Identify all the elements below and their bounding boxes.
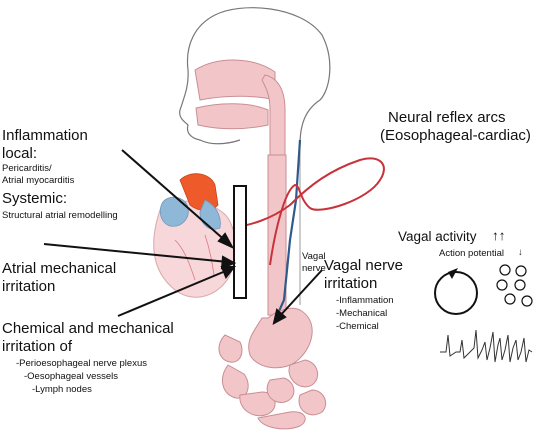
local-label: local: — [2, 145, 38, 162]
arrow-atrial — [43, 243, 229, 263]
local-item-1: Pericarditis/ — [2, 163, 52, 174]
atrial-title-line2: irritation — [2, 278, 56, 295]
small-cycles-icon — [496, 264, 533, 307]
action-potential-label: Action potential — [439, 248, 504, 259]
large-cycle-arrowhead — [448, 268, 458, 279]
arrow-vagal-irritation — [277, 269, 323, 319]
vagal-irritation-title-line2: irritation — [324, 275, 378, 292]
head-outline — [179, 7, 331, 146]
arrow-chemical — [117, 269, 229, 317]
neural-reflex-title-line1: Neural reflex arcs — [388, 109, 506, 126]
chemical-item-3: -Lymph nodes — [32, 384, 92, 395]
reflex-arc-line — [231, 157, 385, 266]
chemical-item-1: -Perioesophageal nerve plexus — [16, 358, 147, 369]
large-cycle-icon — [434, 271, 478, 315]
intestines — [218, 334, 327, 430]
systemic-label: Systemic: — [2, 190, 68, 207]
vagal-irritation-item-3: -Chemical — [336, 321, 379, 332]
heart-atrium-blue — [159, 196, 189, 227]
chemical-item-2: -Oesophageal vessels — [24, 371, 118, 382]
oesophagus — [267, 154, 287, 316]
action-potential-trace — [440, 329, 533, 363]
arrow-inflammation — [121, 149, 229, 244]
local-item-2: Atrial myocarditis — [2, 175, 75, 186]
systemic-item: Structural atrial remodelling — [2, 210, 118, 221]
atrial-title-line1: Atrial mechanical — [2, 260, 117, 277]
vagal-irritation-title-line1: Vagal nerve — [324, 257, 403, 274]
action-potential-down-arrow: ↓ — [518, 247, 523, 258]
chemical-title-line1: Chemical and mechanical — [2, 320, 174, 337]
inflammation-title: Inflammation — [2, 127, 88, 144]
pointer-arrows — [43, 149, 323, 325]
chemical-title-line2: irritation of — [2, 338, 73, 355]
vagal-nerve-line — [274, 139, 302, 319]
heart-aorta-orange — [179, 173, 219, 211]
vagal-activity-label: Vagal activity — [398, 229, 477, 244]
irritation-bar — [233, 185, 247, 299]
neural-reflex-title-line2: (Eosophageal-cardiac) — [380, 127, 531, 144]
oral-cavity — [195, 103, 269, 130]
heart-illustration — [153, 173, 237, 298]
vagal-activity-up-arrows: ↑↑ — [492, 228, 506, 243]
vagal-irritation-item-2: -Mechanical — [336, 308, 388, 319]
vagal-nerve-label-line1: Vagal — [302, 251, 326, 262]
vagal-nerve-label-line2: nerve — [302, 263, 326, 274]
vagal-irritation-item-1: -Inflammation — [336, 295, 394, 306]
